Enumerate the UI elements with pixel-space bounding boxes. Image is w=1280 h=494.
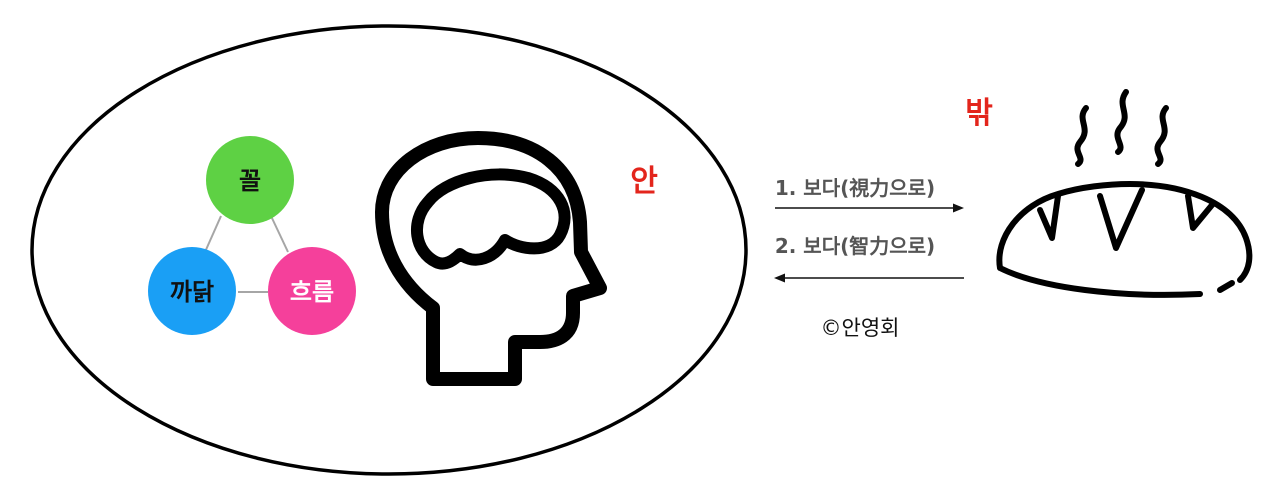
steam-right	[1154, 105, 1169, 167]
triad-node-top: 꼴	[206, 136, 294, 224]
triad-links	[204, 215, 289, 293]
inside-ellipse	[30, 24, 748, 476]
triad-circle-right	[268, 247, 356, 335]
triad-label-right: 흐름	[290, 278, 334, 306]
link-top-left	[204, 215, 222, 253]
steam-left	[1074, 105, 1089, 167]
arrow-1-label: 1. 보다(視力으로)	[775, 176, 935, 200]
bread-loaf	[996, 181, 1253, 298]
triad-label-top: 꼴	[239, 167, 261, 195]
copyright-text: ©안영회	[821, 316, 900, 340]
steaming-bread-icon	[996, 89, 1253, 298]
triad-label-left: 까닭	[170, 278, 214, 306]
head-brain-icon	[375, 131, 607, 386]
brain-outline	[411, 168, 571, 270]
arrow-2-label: 2. 보다(智力으로)	[775, 234, 935, 258]
arrow-seeing-intellect: 2. 보다(智力으로)	[774, 234, 964, 283]
bread-score-1	[1037, 193, 1061, 241]
triad-node-left: 까닭	[148, 247, 236, 335]
arrow-seeing-eyesight: 1. 보다(視力으로)	[775, 176, 964, 213]
link-top-right	[270, 215, 289, 253]
triad-circle-left	[148, 247, 236, 335]
inside-label: 안	[630, 164, 658, 199]
steam-middle	[1114, 89, 1129, 155]
arrow-2-head	[774, 273, 785, 283]
outside-label: 밖	[965, 96, 993, 131]
bread-score-2	[1097, 187, 1145, 251]
triad-node-right: 흐름	[268, 247, 356, 335]
arrow-1-head	[953, 203, 964, 213]
triad-circle-top	[206, 136, 294, 224]
head-outline	[375, 131, 607, 386]
bread-score-3	[1185, 193, 1215, 231]
bread-loaf-tail	[1217, 280, 1235, 293]
